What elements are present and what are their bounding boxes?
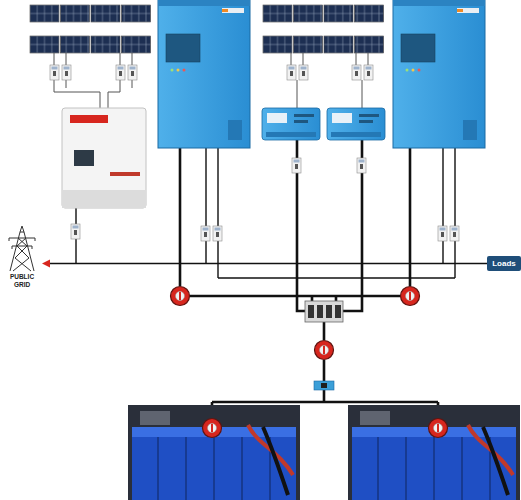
dc-breaker [292, 158, 301, 173]
busbar [305, 301, 343, 322]
ac-wire [218, 277, 455, 278]
node-label: PUBLIC GRID [6, 273, 38, 288]
pv-wire [54, 53, 132, 65]
arrow-head [42, 260, 50, 268]
dc-breaker [357, 158, 366, 173]
battery-switch [171, 287, 190, 306]
mppt-controller [262, 108, 320, 140]
shunt-body [314, 381, 334, 390]
shunt-core [321, 383, 327, 388]
pv-wire [54, 80, 132, 108]
grid-pylon: PUBLIC GRID [2, 226, 42, 296]
inverter-stripe [110, 172, 140, 176]
dc-breaker [299, 65, 308, 80]
pv-wire [297, 80, 362, 108]
grid-inverter [62, 108, 146, 208]
pylon-symbol [2, 226, 42, 272]
busbar-terminal [335, 305, 341, 318]
dc-breaker [287, 65, 296, 80]
shunt [314, 381, 334, 390]
busbar-terminal [317, 305, 323, 318]
ac-wire [206, 148, 218, 278]
dc-breaker [352, 65, 361, 80]
main-switch [315, 341, 334, 360]
inverter-charger [393, 0, 485, 148]
dc-breaker [364, 65, 373, 80]
ac-breaker [450, 226, 459, 241]
dc-breaker [50, 65, 59, 80]
battery-switch [429, 419, 448, 438]
busbar-terminal [326, 305, 332, 318]
dc-cable [409, 148, 412, 286]
ac-breaker [71, 224, 80, 239]
dc-cable [312, 296, 336, 301]
battery-bank [348, 405, 520, 500]
dc-cables [180, 140, 438, 416]
busbar-terminal [308, 305, 314, 318]
inverter-base [62, 190, 146, 208]
inverter-charger [158, 0, 250, 148]
solar-panel-row [30, 5, 151, 22]
solar-panel-row [263, 36, 384, 53]
ac-breaker [201, 226, 210, 241]
dc-cable [179, 148, 182, 286]
pv-wire [291, 53, 368, 65]
battery-bank [128, 405, 300, 500]
ac-breaker [438, 226, 447, 241]
busbar-body [305, 301, 343, 322]
battery-switch [401, 287, 420, 306]
dc-breaker [116, 65, 125, 80]
inverter-logo [70, 115, 108, 123]
ac-breaker [213, 226, 222, 241]
ac-wire [443, 148, 455, 278]
dc-breaker [62, 65, 71, 80]
loads-box: Loads [487, 256, 521, 271]
grid-line [48, 263, 487, 265]
dc-breaker [128, 65, 137, 80]
dc-cable [212, 322, 438, 416]
mppt-controller [327, 108, 385, 140]
inverter-body [62, 108, 146, 208]
node-text: Loads [492, 259, 516, 268]
battery-switch [203, 419, 222, 438]
solar-panel-row [30, 36, 151, 53]
dc-cable [190, 295, 400, 298]
solar-panel-row [263, 5, 384, 22]
pylon-lattice [9, 226, 35, 271]
inverter-display [74, 150, 94, 166]
